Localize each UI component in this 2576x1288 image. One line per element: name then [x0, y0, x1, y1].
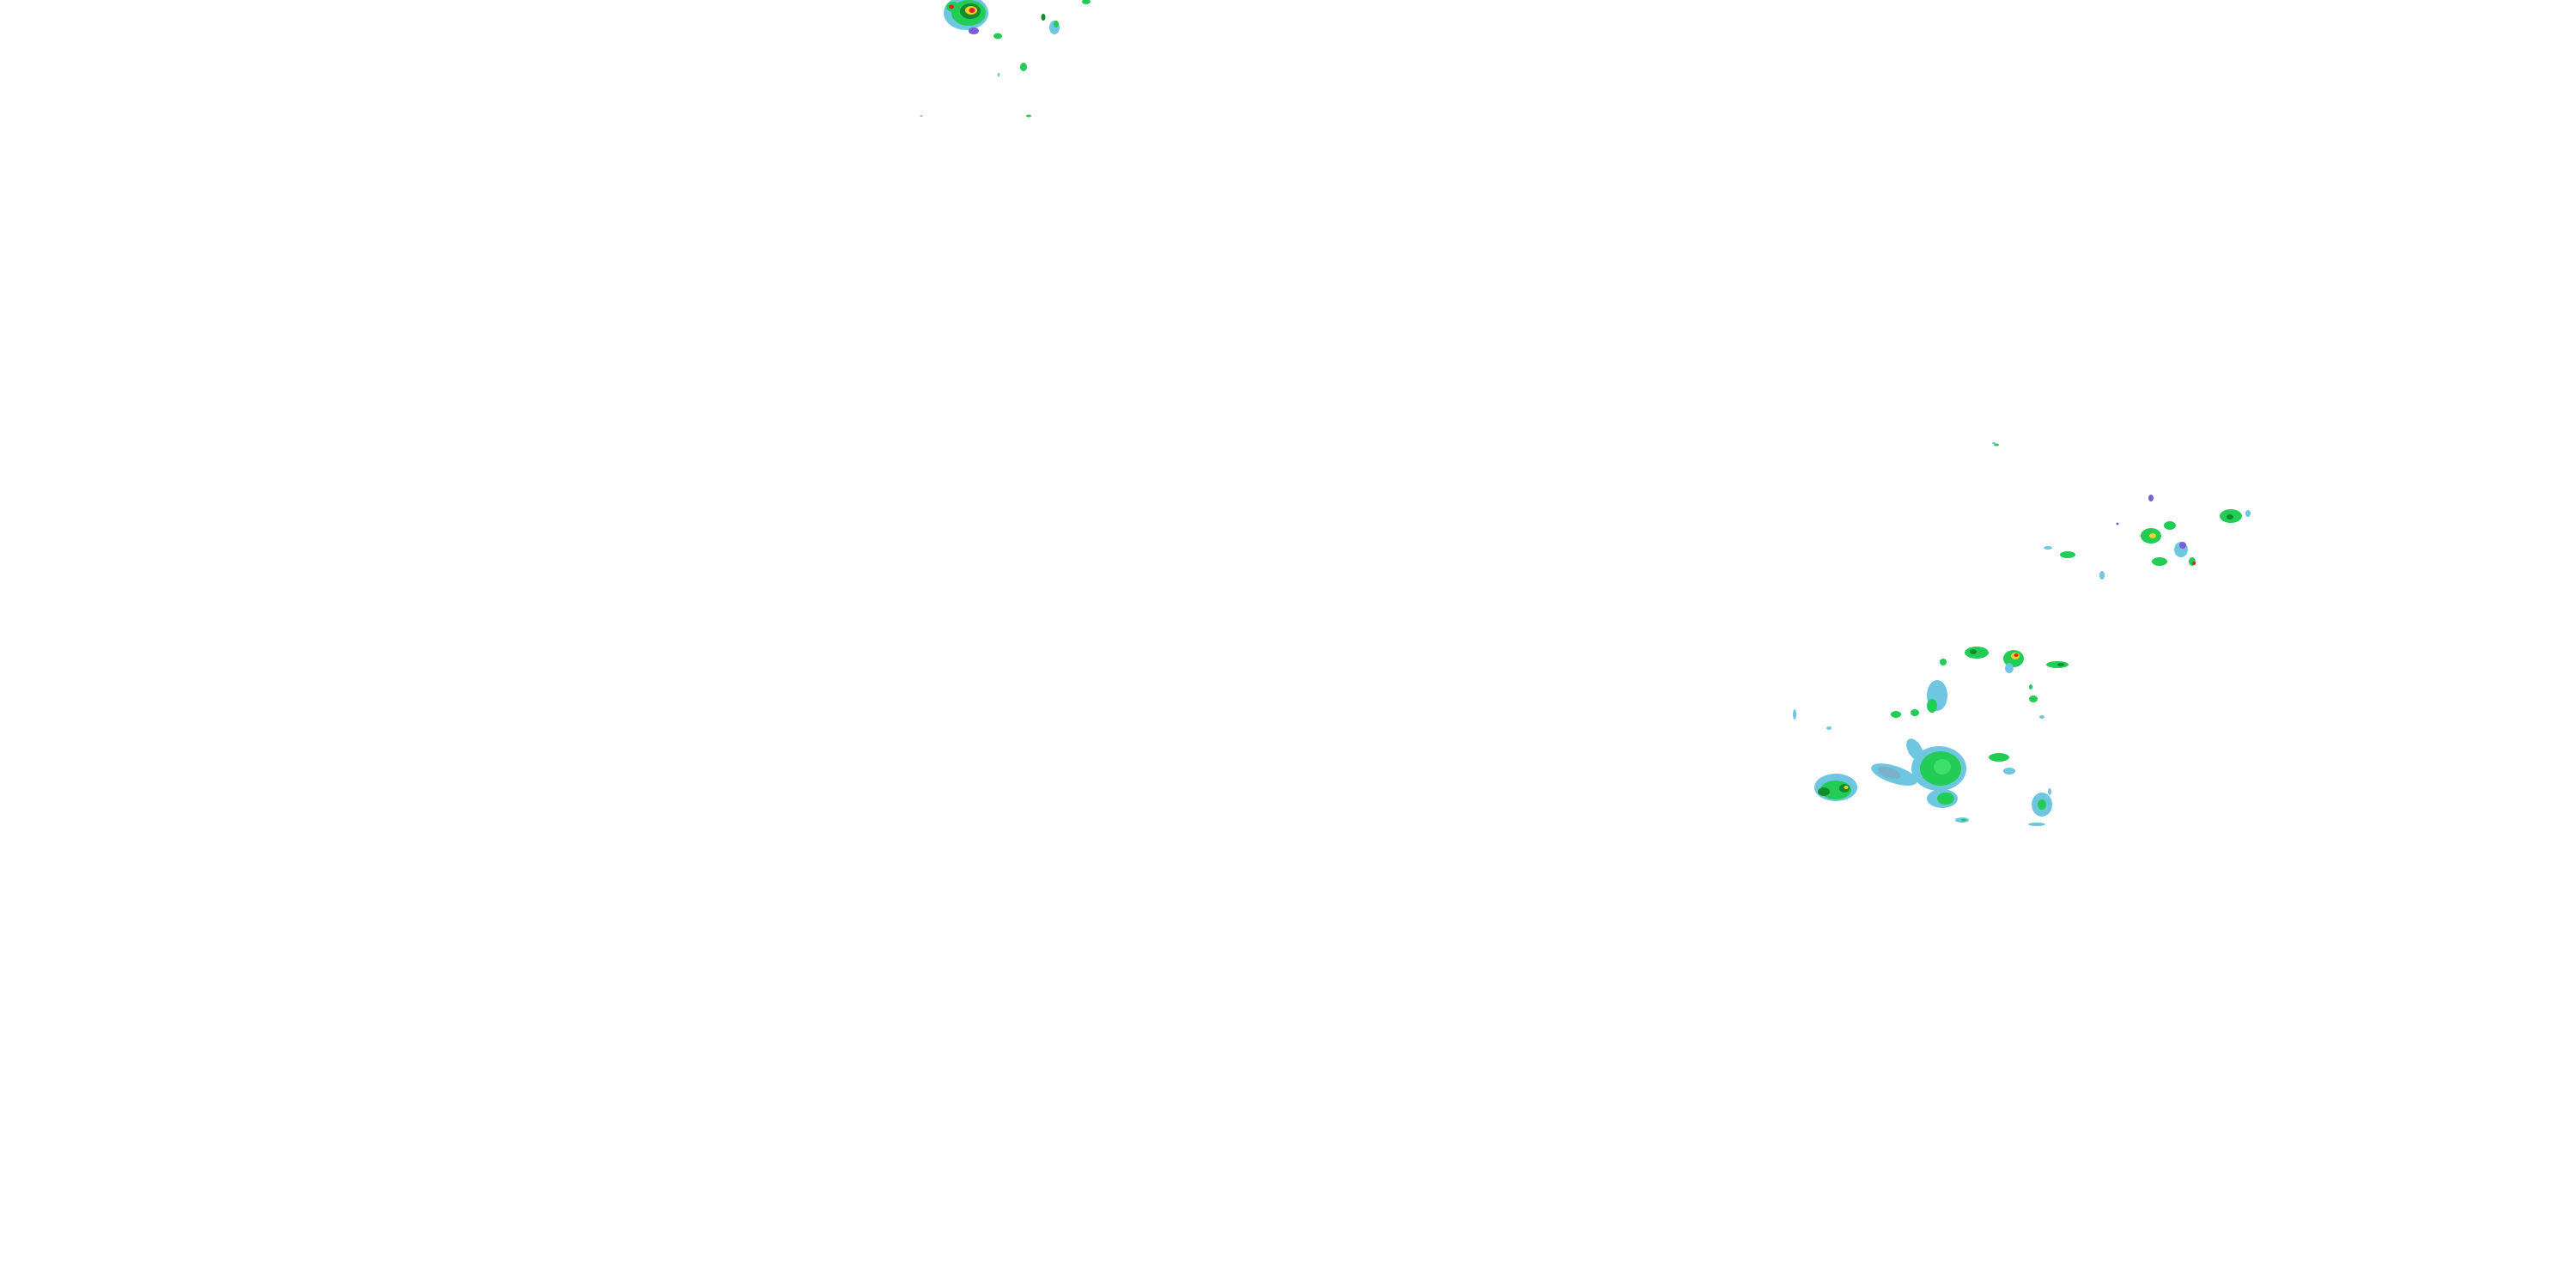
radar-echo: [2044, 546, 2052, 550]
radar-echo: [1877, 766, 1901, 780]
radar-echo: [1927, 699, 1937, 713]
radar-echo: [1891, 711, 1901, 718]
radar-echo: [2179, 542, 2186, 549]
radar-echo: [2014, 653, 2019, 657]
radar-echo: [2116, 522, 2119, 526]
radar-echo: [2164, 521, 2176, 530]
radar-echo: [1054, 21, 1059, 27]
radar-echo: [2148, 495, 2154, 501]
radar-echo: [1026, 114, 1031, 118]
radar-echo: [1940, 659, 1947, 665]
radar-echo: [1934, 759, 1951, 775]
radar-echo: [949, 4, 954, 9]
radar-echo: [1020, 63, 1027, 71]
radar-echo: [2039, 715, 2044, 719]
radar-echo: [1041, 14, 1046, 21]
storm-cell-cluster-south: [1793, 647, 2069, 826]
radar-echo: [1082, 0, 1091, 4]
radar-echo: [1826, 726, 1832, 730]
radar-echo: [2038, 799, 2046, 810]
radar-echo: [1793, 709, 1796, 720]
radar-echo: [2192, 562, 2196, 565]
radar-echo: [2028, 823, 2045, 826]
radar-echo: [993, 33, 1002, 39]
radar-echo: [2227, 514, 2233, 519]
radar-echo: [1970, 649, 1977, 654]
radar-echo: [2152, 557, 2167, 566]
radar-echo: [1992, 442, 1996, 444]
radar-echo: [2029, 684, 2032, 690]
radar-echo: [969, 27, 979, 34]
radar-echo: [2149, 533, 2156, 538]
radar-echo: [1844, 786, 1849, 789]
radar-echo: [969, 8, 975, 13]
radar-echo: [2003, 768, 2015, 775]
radar-echo: [920, 115, 923, 117]
radar-echo: [1965, 647, 1989, 659]
radar-echo: [2005, 663, 2014, 673]
radar-echo: [1961, 818, 1966, 822]
radar-echo: [2099, 571, 2105, 580]
storm-cell-cluster-north: [920, 0, 1091, 118]
radar-echo: [2029, 696, 2038, 702]
radar-echo: [997, 73, 1000, 76]
radar-echo: [1906, 738, 1923, 761]
radar-echo: [2057, 663, 2064, 666]
radar-echo: [1989, 753, 2009, 762]
storm-cell-cluster-east: [1992, 442, 2251, 580]
radar-echo: [2245, 510, 2251, 517]
radar-echo: [1994, 443, 1999, 447]
radar-echo: [1911, 709, 1919, 716]
radar-echo: [1818, 787, 1830, 796]
radar-echo: [1937, 793, 1954, 805]
radar-echo: [2060, 551, 2075, 558]
radar-echo: [2048, 788, 2051, 795]
